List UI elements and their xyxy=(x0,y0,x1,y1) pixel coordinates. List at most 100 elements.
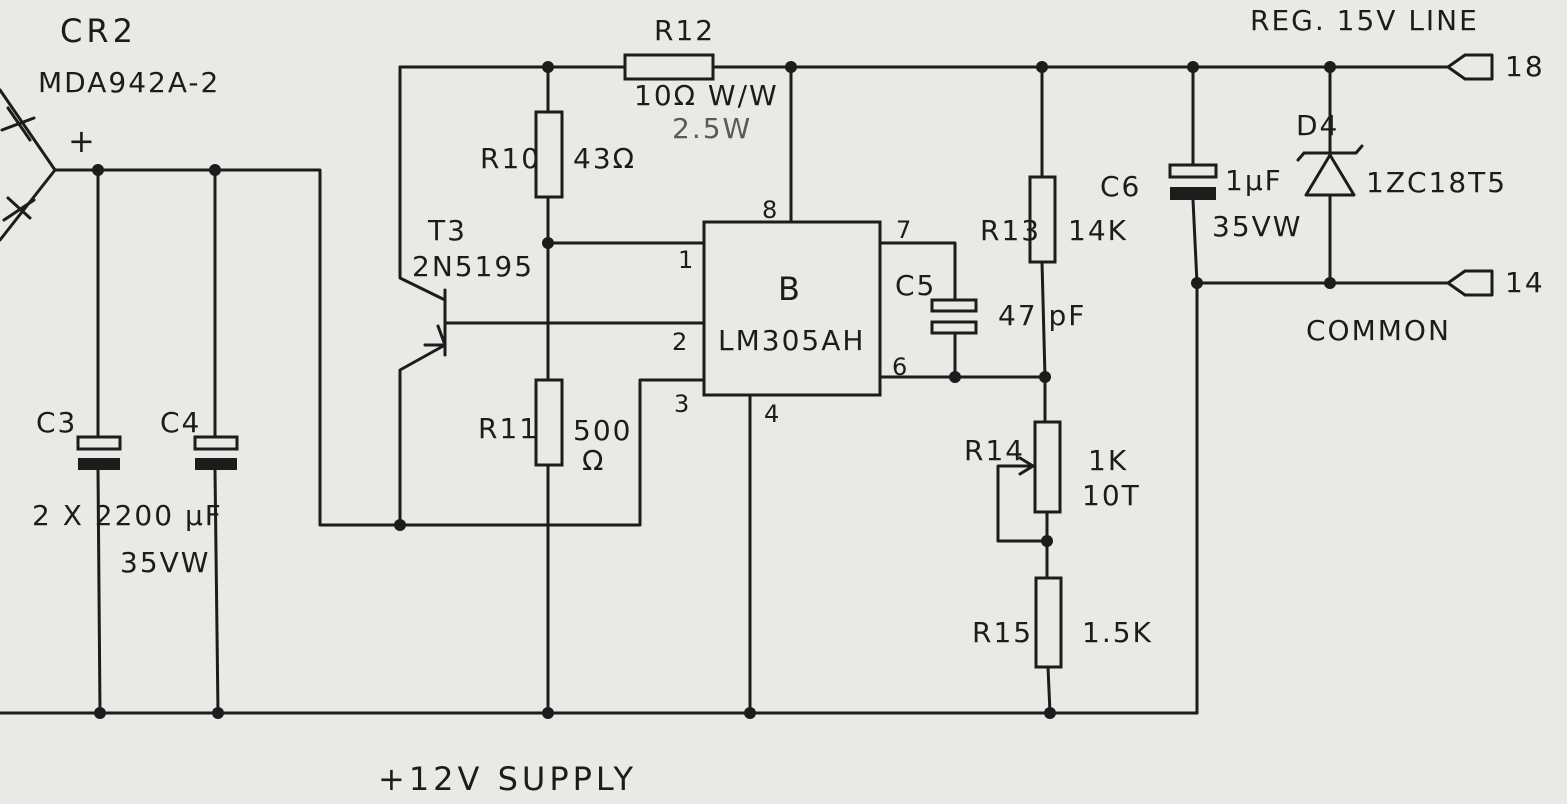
t3-part-label: 2N5195 xyxy=(412,250,534,283)
terminal-14-common-label: COMMON xyxy=(1306,314,1451,347)
r14-turns-label: 10T xyxy=(1082,479,1141,512)
ic-lm305ah: B LM305AH 1 2 3 4 6 7 8 xyxy=(672,196,911,428)
r11-ref-label: R11 xyxy=(478,412,539,445)
junction-dot xyxy=(1324,61,1336,73)
terminal-14-lug xyxy=(1446,269,1494,297)
d4-part-label: 1ZC18T5 xyxy=(1366,166,1507,199)
junction-dot xyxy=(209,164,221,176)
c6-voltage-label: 35VW xyxy=(1212,210,1302,243)
resistor-r14: R14 1K 10T xyxy=(964,420,1141,514)
ic-pin7-label: 7 xyxy=(896,216,911,244)
c3-wire xyxy=(96,168,102,715)
c4-wire xyxy=(213,168,220,715)
capacitor-c4: C4 xyxy=(160,406,239,470)
ic-pin1-label: 1 xyxy=(678,246,693,274)
d4-ref-label: D4 xyxy=(1296,109,1339,142)
capacitor-c5: C5 47 pF xyxy=(895,269,1084,335)
resistor-r13: R13 14K xyxy=(980,175,1128,264)
resistor-r10: R10 43Ω xyxy=(480,110,636,199)
wiring xyxy=(0,65,1450,715)
r12-value-label: 10Ω W/W xyxy=(634,79,779,112)
transistor-t3: T3 2N5195 xyxy=(412,214,534,357)
c6-ref-label: C6 xyxy=(1100,170,1141,203)
junction-dot xyxy=(394,519,406,531)
t3-ref-label: T3 xyxy=(427,214,467,247)
c5-ref-label: C5 xyxy=(895,269,936,302)
junction-dot xyxy=(94,707,106,719)
terminal-18: REG. 15V LINE 18 xyxy=(1250,4,1545,83)
junction-dot xyxy=(1044,707,1056,719)
junction-dots xyxy=(92,61,1336,719)
r11-value-label: 500 xyxy=(573,414,632,447)
junction-dot xyxy=(785,61,797,73)
terminal-14: COMMON 14 xyxy=(1306,266,1545,347)
junction-dot xyxy=(1187,61,1199,73)
resistor-r11: R11 500 Ω xyxy=(478,378,632,477)
capacitor-c3: C3 xyxy=(36,406,122,470)
junction-dot xyxy=(1039,371,1051,383)
c5-plate-bottom xyxy=(930,320,978,335)
ic-pin2-label: 2 xyxy=(672,328,687,356)
junction-dot xyxy=(212,707,224,719)
junction-dot xyxy=(542,61,554,73)
r12-body xyxy=(623,53,715,81)
r13-value-label: 14K xyxy=(1068,214,1128,247)
c3-plate-negative xyxy=(78,458,120,470)
c4-plate-negative xyxy=(195,458,237,470)
terminal-14-number: 14 xyxy=(1505,266,1545,299)
t3-collector-wire xyxy=(398,65,447,302)
r12-ref-label: R12 xyxy=(654,14,715,47)
junction-dot xyxy=(542,707,554,719)
c5-plate-top xyxy=(930,298,978,313)
junction-dot xyxy=(744,707,756,719)
ic-part-label: LM305AH xyxy=(718,324,865,357)
r13-body xyxy=(1028,175,1057,264)
junction-dot xyxy=(92,164,104,176)
r14-wiper-wire xyxy=(996,464,1049,543)
resistor-r15: R15 1.5K xyxy=(972,576,1151,669)
c3-c4-value-label: 2 X 2200 µF xyxy=(32,499,223,532)
ic-pin4-label: 4 xyxy=(764,400,779,428)
r14-ref-label: R14 xyxy=(964,434,1025,467)
diode-d4: D4 1ZC18T5 xyxy=(1296,109,1507,199)
t3-emitter-arrow xyxy=(423,324,447,347)
resistor-r12: R12 10Ω W/W 2.5W xyxy=(623,14,779,145)
r14-wiper-arrow xyxy=(1018,456,1035,476)
terminal-18-line-label: REG. 15V LINE xyxy=(1250,4,1479,37)
rectifier-cr2: CR2 MDA942A-2 + xyxy=(0,12,220,242)
junction-dot xyxy=(1324,277,1336,289)
terminal-18-lug xyxy=(1446,53,1494,81)
r10-ref-label: R10 xyxy=(480,142,541,175)
junction-dot xyxy=(949,371,961,383)
ic-pin8-label: 8 xyxy=(762,196,777,224)
c6-plate-positive xyxy=(1168,163,1218,179)
rectifier-positive-wire xyxy=(53,168,706,527)
ic-ref-label: B xyxy=(778,270,804,308)
r11-body xyxy=(534,378,564,467)
r11-unit-label: Ω xyxy=(582,444,605,477)
r15-body xyxy=(1034,576,1063,669)
cr2-ref-label: CR2 xyxy=(60,12,137,50)
c6-plate-negative xyxy=(1170,187,1216,200)
c6-value-label: 1µF xyxy=(1225,164,1283,197)
r14-value-label: 1K xyxy=(1088,444,1128,477)
r10-value-label: 43Ω xyxy=(573,142,636,175)
r15-ref-label: R15 xyxy=(972,616,1033,649)
cr2-part-label: MDA942A-2 xyxy=(38,66,220,99)
capacitor-c6: C6 1µF 35VW xyxy=(1100,163,1302,243)
t3-emitter-wire xyxy=(398,343,447,527)
ic-pin6-label: 6 xyxy=(892,353,907,381)
d4-triangle xyxy=(1304,153,1356,197)
rectifier-symbol xyxy=(0,88,57,242)
junction-dot xyxy=(1041,535,1053,547)
c4-ref-label: C4 xyxy=(160,406,201,439)
pin7-c5-wire xyxy=(878,241,957,379)
c3-plate-positive xyxy=(76,435,122,451)
terminal-18-number: 18 xyxy=(1505,50,1545,83)
r12-power-label: 2.5W xyxy=(672,112,752,145)
junction-dot xyxy=(1191,277,1203,289)
r14-body xyxy=(1033,420,1062,514)
c3-c4-voltage-label: 35VW xyxy=(120,546,210,579)
junction-dot xyxy=(1036,61,1048,73)
